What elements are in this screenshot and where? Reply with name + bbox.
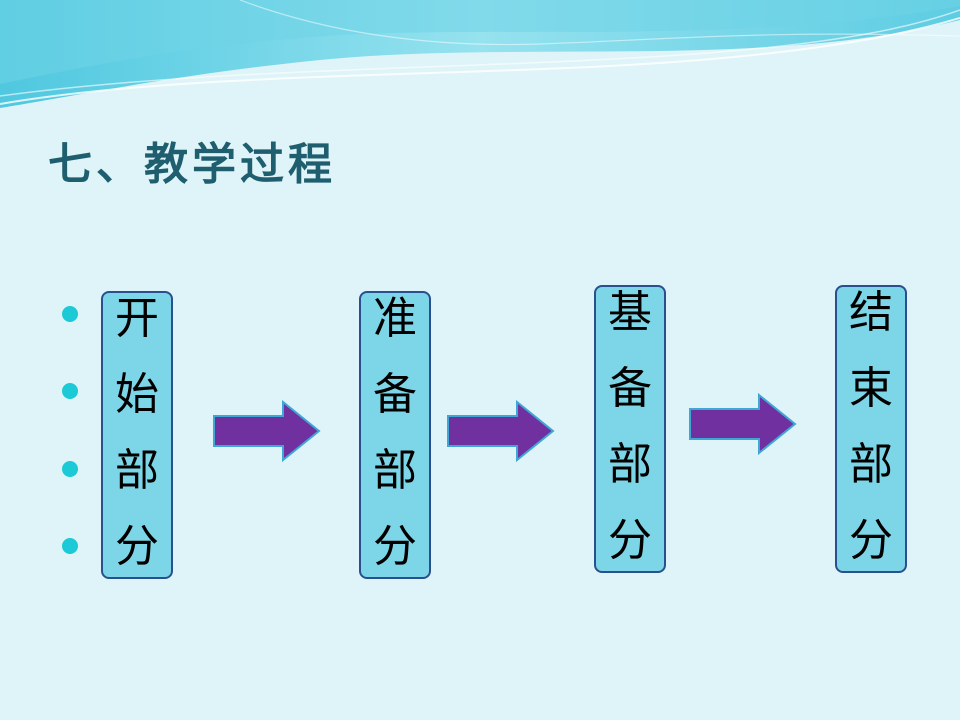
stage-char: 分: [849, 515, 893, 566]
bullet-dot: [62, 383, 78, 399]
header-wave-decoration: [0, 0, 960, 108]
flow-arrow-right-icon: [447, 400, 555, 462]
stage-char: 束: [849, 363, 893, 414]
stage-char: 部: [115, 445, 159, 496]
stage-char: 始: [115, 369, 159, 420]
bullet-dot: [62, 461, 78, 477]
stage-char: 分: [373, 521, 417, 572]
stage-char: 准: [373, 293, 417, 344]
stage-char: 备: [608, 363, 652, 414]
stage-char: 开: [115, 293, 159, 344]
stage-char: 分: [608, 515, 652, 566]
stage-box-start: 开 始 部 分: [101, 291, 173, 579]
flow-arrow-right-icon: [213, 400, 321, 462]
bullet-dot: [62, 306, 78, 322]
stage-char: 备: [373, 369, 417, 420]
stage-char: 部: [849, 439, 893, 490]
stage-char: 部: [608, 439, 652, 490]
stage-char: 基: [608, 287, 652, 338]
stage-box-preparation: 准 备 部 分: [359, 291, 431, 579]
stage-box-end: 结 束 部 分: [835, 285, 907, 573]
stage-char: 部: [373, 445, 417, 496]
flow-arrow-right-icon: [689, 393, 797, 455]
stage-box-basic: 基 备 部 分: [594, 285, 666, 573]
stage-char: 结: [849, 287, 893, 338]
bullet-dot: [62, 538, 78, 554]
stage-char: 分: [115, 521, 159, 572]
slide-title: 七、教学过程: [48, 139, 336, 190]
